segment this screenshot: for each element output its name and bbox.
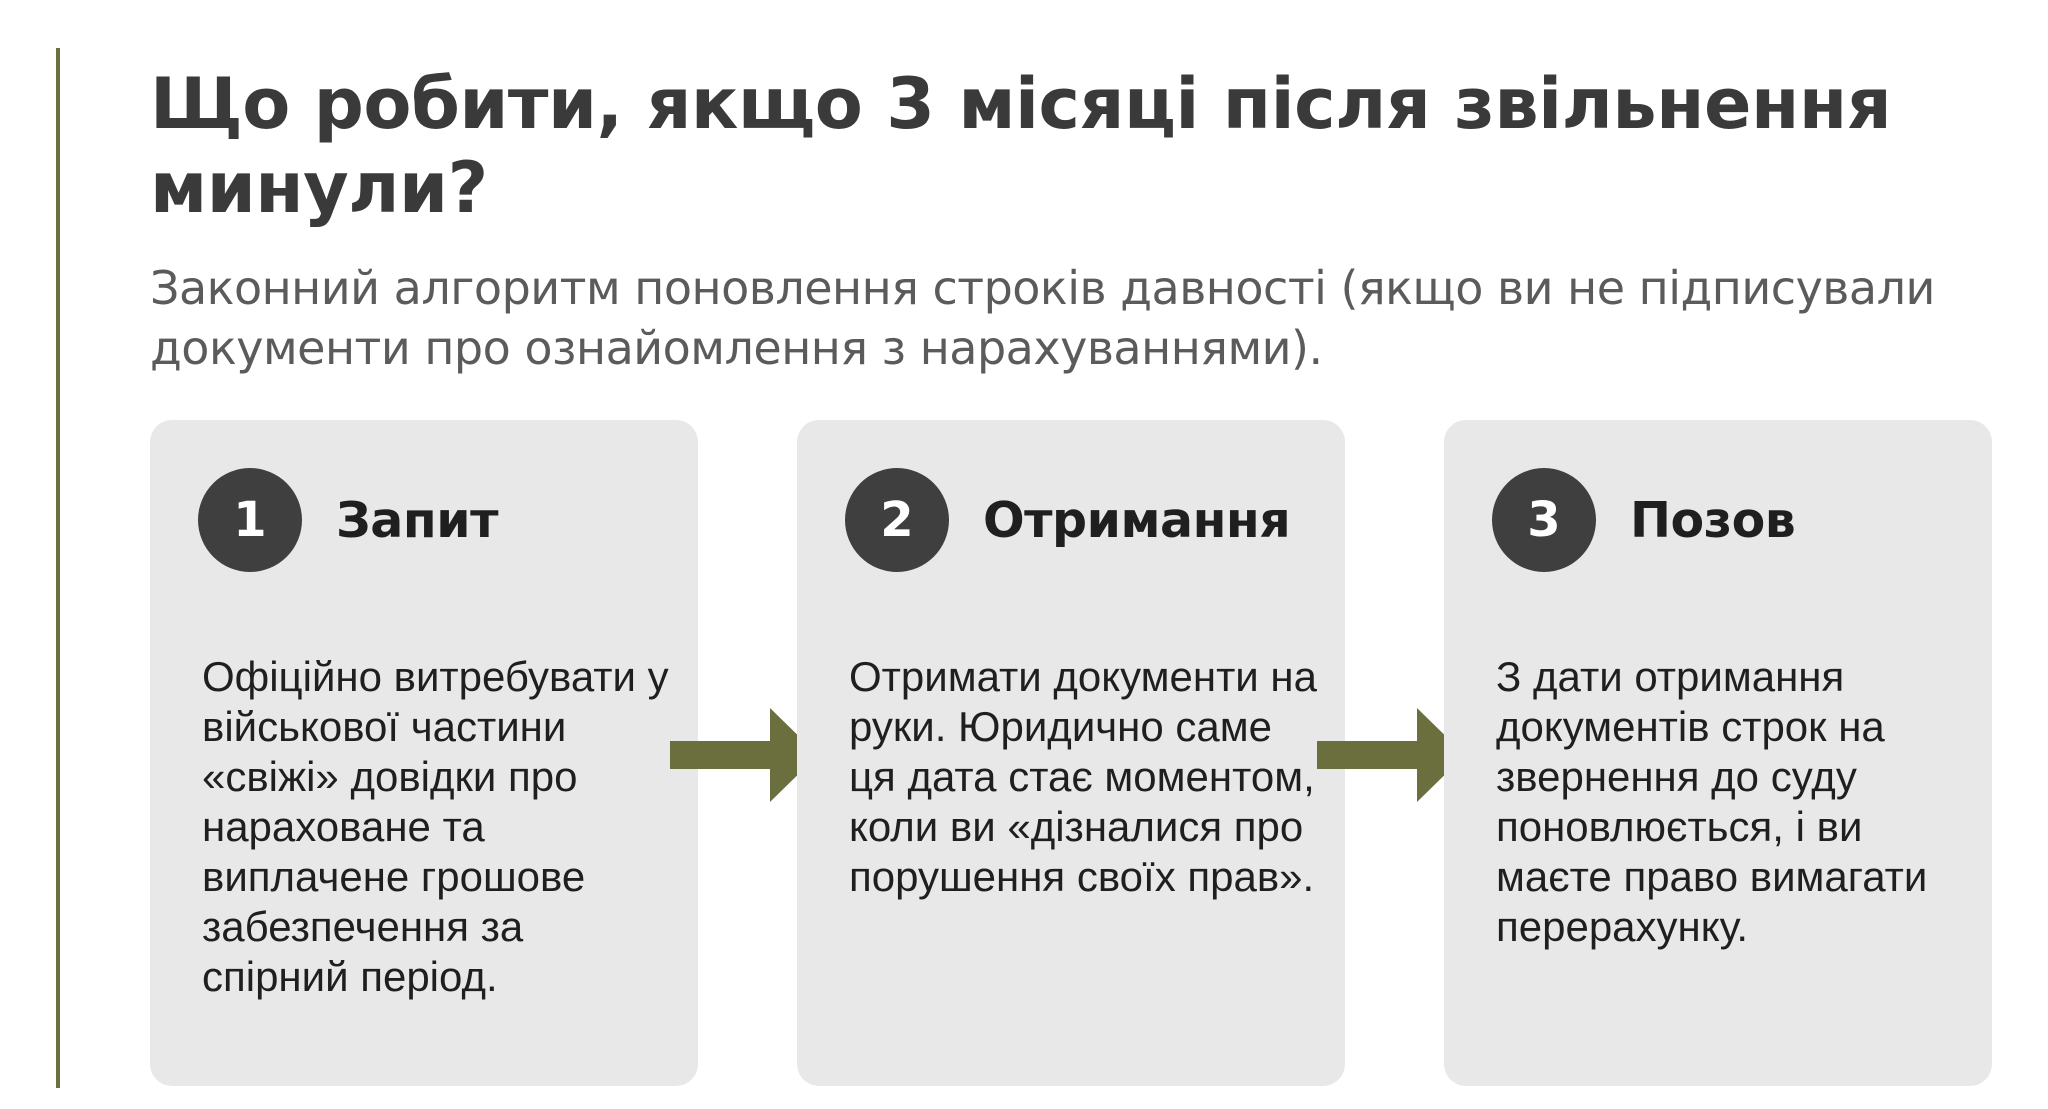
step-title: Отримання: [983, 491, 1291, 549]
step-card-lawsuit: 3 Позов З дати отримання документів стро…: [1444, 420, 1992, 1086]
step-card-receipt: 2 Отримання Отримати документи на руки. …: [797, 420, 1345, 1086]
arrow-right-icon: [670, 708, 818, 802]
step-number-badge: 2: [845, 468, 949, 572]
step-card-header: 3 Позов: [1492, 468, 1796, 572]
accent-bar: [56, 48, 60, 1088]
step-card-header: 2 Отримання: [845, 468, 1291, 572]
step-card-request: 1 Запит Офіційно витребувати у військово…: [150, 420, 698, 1086]
step-description: Отримати документи на руки. Юридично сам…: [849, 653, 1317, 900]
step-card-header: 1 Запит: [198, 468, 498, 572]
header: Що робити, якщо 3 місяці після звільненн…: [150, 62, 1970, 378]
steps-flow: 1 Запит Офіційно витребувати у військово…: [150, 420, 1992, 1086]
page-title: Що робити, якщо 3 місяці після звільненн…: [150, 63, 1892, 229]
step-description: З дати отримання документів строк на зве…: [1496, 653, 1928, 950]
arrow-right-icon: [1317, 708, 1465, 802]
step-number-badge: 3: [1492, 468, 1596, 572]
step-title: Запит: [336, 491, 498, 549]
step-title: Позов: [1630, 491, 1796, 549]
step-number-badge: 1: [198, 468, 302, 572]
step-description: Офіційно витребувати у військової частин…: [202, 653, 669, 1000]
page-subtitle: Законний алгоритм поновлення строків дав…: [150, 261, 1935, 375]
